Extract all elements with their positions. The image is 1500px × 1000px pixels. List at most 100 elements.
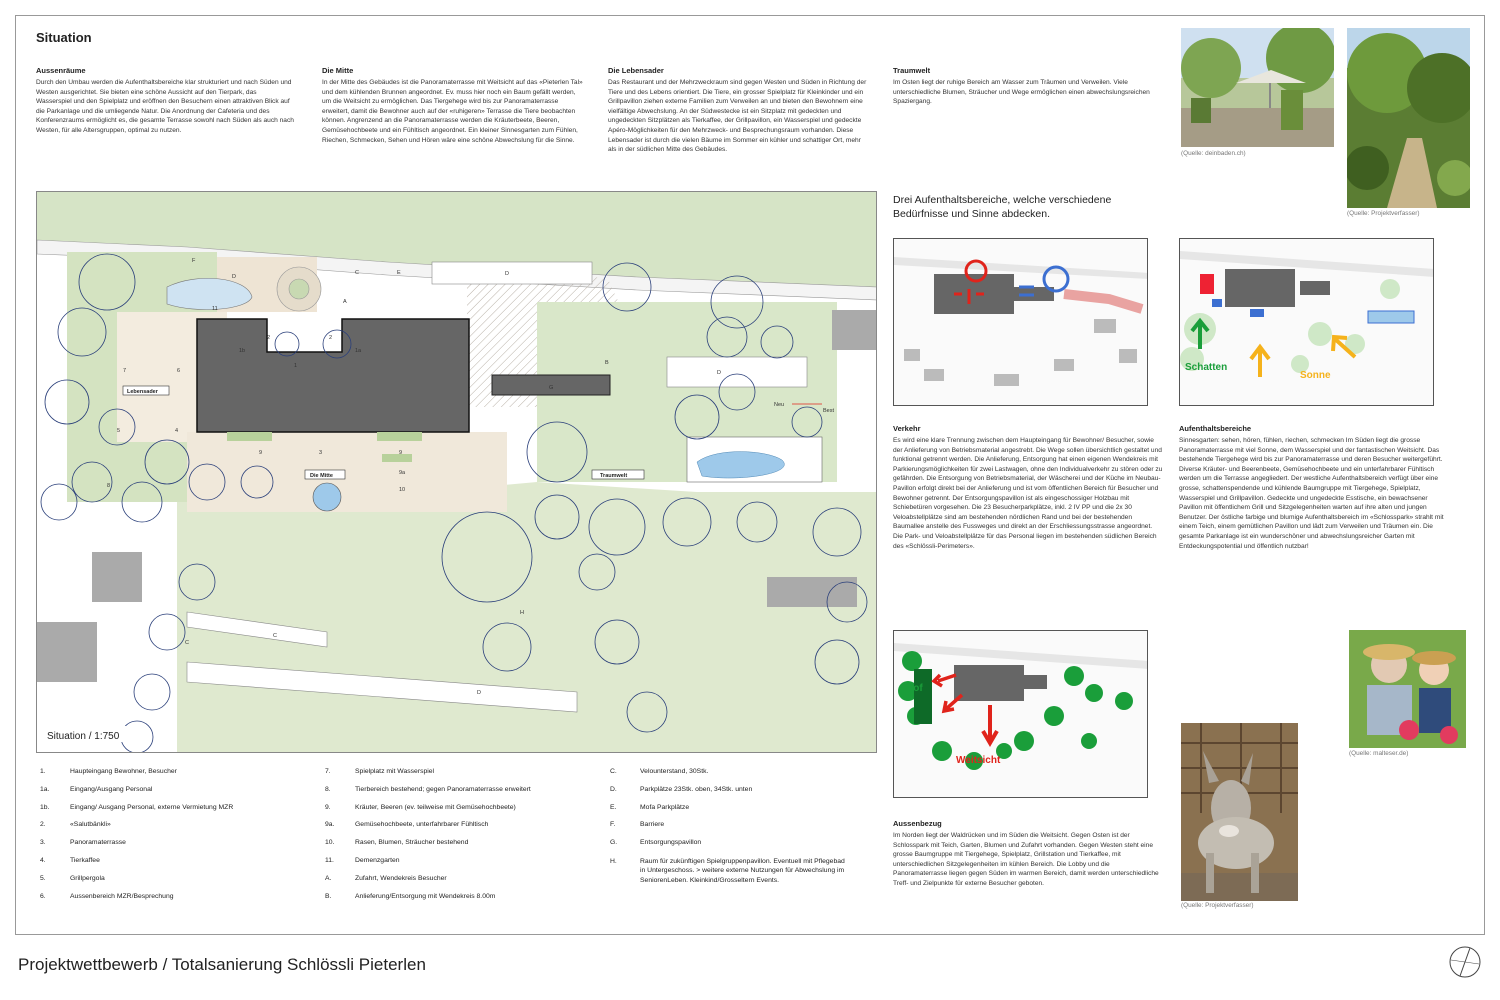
legend-item: G.Entsorgungspavillon xyxy=(610,839,702,847)
site-plan-drawing: 1 1b 1a 2 2 3 4 5 6 7 8 9 9 9a 10 11 A B… xyxy=(37,192,876,752)
plan-label-6: 6 xyxy=(177,368,180,374)
parking-row-east xyxy=(666,356,808,388)
plan-label-8: 8 xyxy=(107,483,110,489)
plan-label-10: 10 xyxy=(399,487,405,493)
legend-item: H.Raum für zukünftigen Spielgruppenpavil… xyxy=(610,857,845,884)
column-traumwelt: Traumwelt Im Osten liegt der ruhige Bere… xyxy=(893,66,1155,107)
column-text: Durch den Umbau werden die Aufenthaltsbe… xyxy=(36,79,294,134)
column-text: In der Mitte des Gebäudes ist die Panora… xyxy=(322,79,583,144)
legend-item: 3.Panoramaterrasse xyxy=(40,839,126,847)
delivery-circle-marker xyxy=(1042,265,1070,293)
bike-shelter-south xyxy=(186,611,328,648)
neighbour-building xyxy=(92,552,142,602)
dementia-garden xyxy=(166,278,253,310)
photo-caption: (Quelle: Projektverfasser) xyxy=(1181,902,1254,909)
column-lebensader: Die Lebensader Das Restaurant und der Me… xyxy=(608,66,870,155)
footer-title: Projektwettbewerb / Totalsanierung Schlö… xyxy=(18,955,426,974)
diagram-sonne-schatten: Schatten Sonne xyxy=(1179,238,1434,406)
photo-caption: (Quelle: malteser.de) xyxy=(1349,750,1409,757)
schatten-arrow xyxy=(1190,317,1210,349)
tag-best: Best xyxy=(823,408,834,414)
photo-caption: (Quelle: Projektverfasser) xyxy=(1347,210,1420,217)
section-aufenthaltsbereiche: Aufenthaltsbereiche Sinnesgarten: sehen,… xyxy=(1179,424,1451,551)
paving-terrace xyxy=(187,432,507,512)
column-title: Die Mitte xyxy=(322,66,354,75)
plan-label-11: 11 xyxy=(212,306,218,312)
competition-board: Situation Aussenräume Durch den Umbau we… xyxy=(15,15,1485,935)
pond xyxy=(696,451,785,479)
scale-label: Situation / 1:750 xyxy=(47,731,120,742)
legend-item: 6.Aussenbereich MZR/Besprechung xyxy=(40,892,174,900)
herb-bed xyxy=(382,454,412,462)
south-lawn xyxy=(177,482,876,752)
plan-label-2: 2 xyxy=(329,335,332,341)
board-title: Situation xyxy=(36,30,92,45)
plan-label-7: 7 xyxy=(123,368,126,374)
legend-item: 8.Tierbereich bestehend; gegen Panoramat… xyxy=(325,785,531,793)
photo-terrace xyxy=(1181,28,1334,147)
section-aussenbezug: Aussenbezug Im Norden liegt der Waldrück… xyxy=(893,819,1163,889)
weitsicht-arrow xyxy=(981,705,999,747)
plan-label-9a: 9a xyxy=(399,470,406,476)
photo-gardening xyxy=(1349,630,1466,748)
site-plan: 1 1b 1a 2 2 3 4 5 6 7 8 9 9 9a 10 11 A B… xyxy=(36,191,877,753)
sonne-arrow xyxy=(1331,334,1357,359)
plan-label-1b: 1b xyxy=(239,348,245,354)
photo-garden-path xyxy=(1347,28,1470,208)
legend-item: 10.Rasen, Blumen, Sträucher bestehend xyxy=(325,839,469,847)
column-title: Aussenräume xyxy=(36,66,86,75)
legend-item: B.Anlieferung/Entsorgung mit Wendekreis … xyxy=(325,892,496,900)
section-title: Verkehr xyxy=(893,424,921,433)
legend-item: 5.Grillpergola xyxy=(40,874,105,882)
legend-col-1: 1.Haupteingang Bewohner, Besucher 1a.Ein… xyxy=(36,768,306,910)
herb-bed xyxy=(377,432,422,441)
weitsicht-label: Weitsicht xyxy=(956,755,1001,766)
column-title: Traumwelt xyxy=(893,66,931,75)
legend-item: 1.Haupteingang Bewohner, Besucher xyxy=(40,768,177,775)
column-text: Das Restaurant und der Mehrzweckraum sin… xyxy=(608,79,867,154)
plan-label-9: 9 xyxy=(259,450,262,456)
neighbour-building xyxy=(37,622,97,682)
tag-traumwelt: Traumwelt xyxy=(600,473,627,479)
legend-item: 9a.Gemüsehochbeete, unterfahrbarer Fühlt… xyxy=(325,821,489,829)
herb-bed xyxy=(227,432,272,441)
sonne-arrow xyxy=(1249,343,1271,377)
plan-label-e: E xyxy=(397,270,401,276)
legend-item: 7.Spielplatz mit Wasserspiel xyxy=(325,768,435,775)
tag-die-mitte: Die Mitte xyxy=(310,473,333,479)
legend-item: C.Velounterstand, 30Stk. xyxy=(610,768,709,775)
plan-label-1a: 1a xyxy=(355,348,362,354)
plan-label-f: F xyxy=(192,258,196,264)
tag-neu: Neu xyxy=(774,402,784,408)
north-arrow-icon xyxy=(1448,945,1482,979)
plan-label-d: D xyxy=(232,274,236,280)
plan-label-a: A xyxy=(343,299,347,305)
column-aussenraeume: Aussenräume Durch den Umbau werden die A… xyxy=(36,66,294,136)
plan-label-d: D xyxy=(477,690,481,696)
trees xyxy=(40,253,868,752)
section-title: Aussenbezug xyxy=(893,819,942,828)
section-title: Aufenthaltsbereiche xyxy=(1179,424,1252,433)
schatten-label: Schatten xyxy=(1185,362,1227,373)
legend-item: A.Zufahrt, Wendekreis Besucher xyxy=(325,874,447,882)
plan-label-d: D xyxy=(717,370,721,376)
plan-label-5: 5 xyxy=(117,428,120,434)
hof-label: Hof xyxy=(906,683,923,694)
legend-item: 1b.Eingang/ Ausgang Personal, externe Ve… xyxy=(40,803,234,811)
photo-caption: (Quelle: deinbaden.ch) xyxy=(1181,150,1246,157)
legend-item: D.Parkplätze 23Stk. oben, 34Stk. unten xyxy=(610,785,753,793)
neighbour-building xyxy=(832,310,876,350)
parking-row-south xyxy=(186,661,578,713)
legend-col-2: 7.Spielplatz mit Wasserspiel 8.Tierberei… xyxy=(321,768,601,910)
red-zone xyxy=(1200,274,1214,294)
legend-item: 4.Tierkaffee xyxy=(40,856,100,864)
plan-label-3: 3 xyxy=(319,450,322,456)
plan-label-b: B xyxy=(605,360,609,366)
plan-label-c: C xyxy=(273,633,277,639)
plan-label-4: 4 xyxy=(175,428,178,434)
diagram-verkehr xyxy=(893,238,1148,406)
forest-band xyxy=(37,192,876,287)
legend-item: E.Mofa Parkplätze xyxy=(610,803,690,811)
plan-label-d: D xyxy=(505,271,509,277)
plan-label-g: G xyxy=(549,385,553,391)
